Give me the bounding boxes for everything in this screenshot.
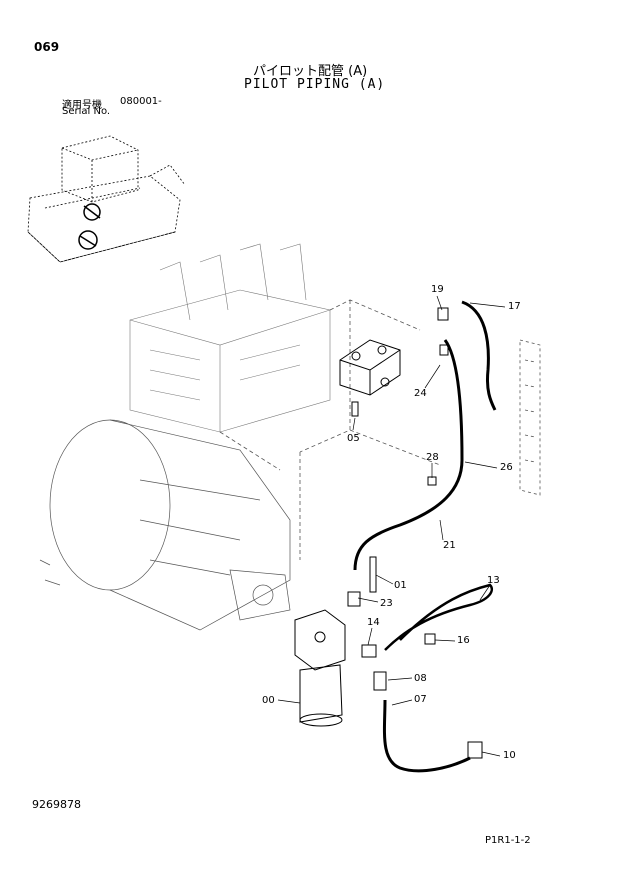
thumbnail-highlight [78, 203, 101, 250]
callout-leader-lines [277, 295, 506, 757]
callout-05: 05 [347, 433, 360, 444]
callout-26: 26 [500, 462, 513, 473]
serial-value: 080001- [120, 96, 162, 107]
assembly-leader-lines [219, 299, 441, 560]
page-number: 069 [34, 40, 60, 54]
callout-08: 08 [414, 673, 427, 684]
callout-23: 23 [380, 598, 393, 609]
callout-19: 19 [431, 284, 444, 295]
pilot-valve-block [339, 339, 401, 396]
callout-00: 00 [262, 695, 275, 706]
hose-21 [353, 339, 464, 571]
callout-17: 17 [508, 301, 521, 312]
control-valve-ghost [129, 243, 331, 433]
excavator-thumbnail [27, 135, 186, 263]
callout-14: 14 [367, 617, 380, 628]
callout-07: 07 [414, 694, 427, 705]
serial-label-english: Serial No. [62, 106, 111, 117]
callout-13: 13 [487, 575, 500, 586]
fittings [347, 307, 483, 759]
serial-label-japanese: 適用号機 [62, 100, 102, 111]
page-code: P1R1-1-2 [485, 835, 531, 846]
callout-21: 21 [443, 540, 456, 551]
page-title-japanese: パイロット配管 (A) [253, 64, 368, 79]
callout-24: 24 [414, 388, 427, 399]
callout-01: 01 [394, 580, 407, 591]
hose-13 [384, 583, 494, 651]
callout-16: 16 [457, 635, 470, 646]
page-title-english: PILOT PIPING (A) [244, 77, 386, 92]
document-number: 9269878 [32, 798, 81, 811]
hose-07 [382, 699, 471, 773]
hydraulic-pump-ghost [39, 419, 291, 631]
callout-28: 28 [426, 452, 439, 463]
pilot-filter [294, 609, 346, 727]
hose-17 [461, 300, 497, 411]
mounting-bracket [519, 339, 541, 496]
callout-10: 10 [503, 750, 516, 761]
